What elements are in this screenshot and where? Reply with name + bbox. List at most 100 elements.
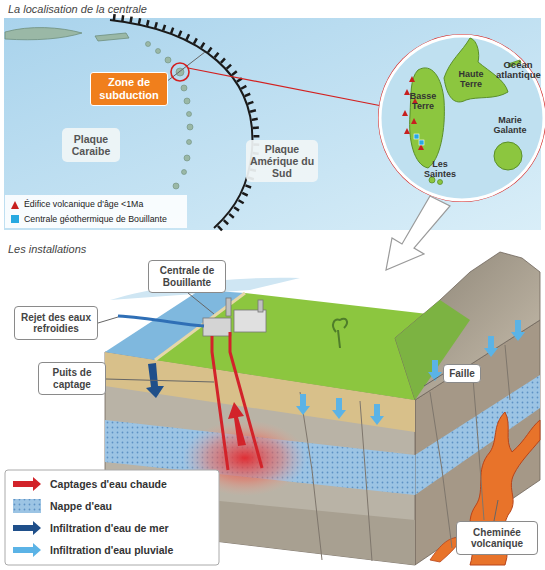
- legend-icon: [12, 541, 42, 559]
- fault-line: [430, 392, 452, 548]
- node-text: Cheminée volcanique: [460, 527, 534, 550]
- legend-row: Édifice volcanique d'âge <1Ma: [10, 197, 143, 211]
- volcano-symbols: [402, 76, 424, 150]
- plant-square: [414, 134, 419, 139]
- island: [181, 85, 187, 91]
- island-les-saintes: [438, 180, 443, 185]
- volcano-triangle: [409, 76, 415, 82]
- legend-text: Nappe d'eau: [50, 500, 112, 512]
- leader-line: [98, 317, 118, 323]
- legend-swatch: [13, 499, 41, 513]
- inset-map: [380, 36, 544, 200]
- legend-icon: [12, 497, 42, 515]
- legend-row: Centrale géothermique de Bouillante: [10, 212, 167, 226]
- arrow-symbol: [13, 477, 41, 491]
- leader-line: [166, 52, 205, 82]
- legend-text: Infiltration d'eau de mer: [50, 522, 169, 534]
- callout-box: Centrale de Bouillante: [148, 260, 226, 293]
- island: [156, 49, 161, 54]
- plant-square: [419, 140, 424, 145]
- legend-row: Infiltration d'eau pluviale: [12, 541, 173, 559]
- zoom-arrow: [386, 196, 450, 270]
- callout-box: Cheminée volcanique: [456, 521, 538, 555]
- volcano-triangle: [404, 128, 410, 134]
- legend-icon: [12, 519, 42, 537]
- hot-water-arrow: [228, 402, 246, 446]
- map-legend-box: [5, 195, 187, 228]
- location-circle: [171, 63, 189, 81]
- island-marie-galante: [494, 142, 522, 170]
- island: [184, 155, 190, 161]
- place-name: Marie Galante: [492, 116, 528, 136]
- callout-box: Rejet des eaux refroidies: [14, 306, 98, 340]
- node-text: Centrale de Bouillante: [152, 265, 222, 288]
- rain-arrow: [484, 336, 498, 357]
- section-heading: Les installations: [8, 243, 86, 255]
- plate-label-box: Plaque Caraibe: [62, 128, 120, 162]
- arrow-symbol: [13, 521, 41, 535]
- rain-arrow: [428, 360, 442, 381]
- island: [182, 170, 187, 175]
- island-chain: [146, 42, 194, 190]
- rain-arrow: [511, 320, 525, 341]
- island-basse-terre: [410, 68, 445, 168]
- island: [146, 42, 151, 47]
- node-text: Rejet des eaux refroidies: [18, 312, 94, 335]
- legend-row: Captages d'eau chaude: [12, 475, 167, 493]
- arrow-symbol: [13, 543, 41, 557]
- palm-tree: [333, 319, 347, 348]
- fault-line: [300, 392, 322, 560]
- well-pipe: [212, 336, 228, 470]
- leader-line: [188, 293, 214, 314]
- fault-line: [505, 345, 510, 400]
- swatch-texture: [13, 499, 41, 513]
- island: [187, 112, 192, 117]
- island: [184, 98, 190, 104]
- plant-symbol: [11, 215, 19, 223]
- island: [165, 57, 171, 63]
- zoom-line: [188, 68, 382, 106]
- node-text: Plaque Amérique du Sud: [249, 143, 315, 179]
- inset-ring: [378, 34, 545, 202]
- node-text: Faille: [449, 368, 475, 380]
- island: [187, 124, 193, 130]
- island: [5, 28, 82, 40]
- volcano-triangle: [411, 118, 417, 124]
- plant-building: [234, 310, 266, 332]
- fault-line: [472, 366, 484, 520]
- volcano-mountain: [395, 252, 540, 400]
- plant-chimney: [226, 298, 231, 316]
- leader-line: [106, 379, 214, 382]
- well-pipe: [230, 332, 262, 468]
- legend-row: Nappe d'eau: [12, 497, 112, 515]
- rain-infiltration-arrows: [296, 320, 525, 425]
- volcano-symbol: [11, 201, 19, 209]
- island: [187, 140, 192, 145]
- legend-icon: [10, 197, 20, 211]
- callout-box: Zone de subduction: [90, 72, 168, 106]
- legend-text: Centrale géothermique de Bouillante: [24, 214, 167, 224]
- volcano-triangle: [402, 110, 408, 116]
- island: [173, 183, 179, 189]
- rain-arrow: [332, 398, 346, 419]
- legend-icon: [10, 212, 20, 226]
- figure-title: La localisation de la centrale: [8, 3, 147, 15]
- rain-arrow: [296, 394, 310, 415]
- legend-text: Infiltration d'eau pluviale: [50, 544, 173, 556]
- legend-icon: [12, 475, 42, 493]
- legend-box: [5, 470, 219, 565]
- green-slope: [395, 300, 470, 400]
- legend-text: Édifice volcanique d'âge <1Ma: [24, 199, 143, 209]
- node-text: Puits de captage: [42, 367, 102, 390]
- plant-chimney: [258, 300, 263, 312]
- discharge-pipe: [118, 316, 204, 326]
- callout-box: Puits de captage: [38, 362, 106, 395]
- place-name: Les Saintes: [418, 160, 462, 180]
- legend-row: Infiltration d'eau de mer: [12, 519, 169, 537]
- island: [95, 33, 129, 41]
- rain-arrow: [370, 404, 384, 425]
- place-name: Haute Terre: [450, 70, 492, 90]
- leader-line: [424, 374, 443, 386]
- node-text: Zone de subduction: [93, 76, 165, 101]
